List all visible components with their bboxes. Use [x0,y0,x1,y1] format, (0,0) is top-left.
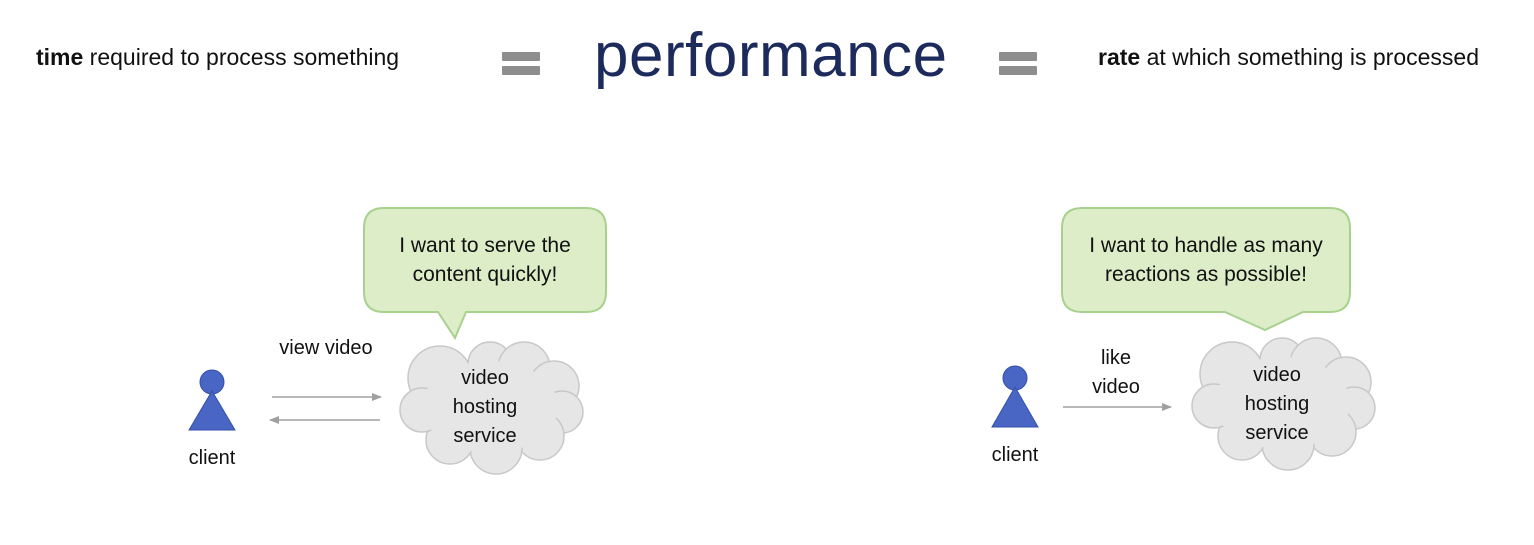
equals-sign-right [999,52,1037,76]
rate-definition: rate at which something is processed [1098,44,1479,71]
left-cloud-icon [399,341,584,475]
left-client-actor-icon [188,369,236,431]
right-client-actor-icon [991,365,1039,428]
left-service-label: video hosting service [452,367,518,447]
right-request-label: like video [1092,347,1140,398]
right-service-label: video hosting service [1244,364,1310,444]
left-request-label: view video [279,337,373,359]
time-keyword: time [36,44,84,70]
left-bubble-text: I want to serve the content quickly! [399,234,571,286]
equals-sign-left [502,52,540,76]
right-cloud-icon [1191,337,1376,471]
time-definition: time required to process something [36,44,399,71]
time-definition-text: required to process something [83,44,400,70]
left-client-label: client [188,447,236,469]
right-bubble-text: I want to handle as many reactions as po… [1089,234,1323,286]
rate-definition-text: at which something is processed [1140,44,1479,70]
left-speech-bubble [363,207,607,341]
right-speech-bubble [1061,207,1351,332]
right-client-label: client [991,444,1039,466]
rate-keyword: rate [1098,44,1141,70]
title: performance [594,21,948,90]
